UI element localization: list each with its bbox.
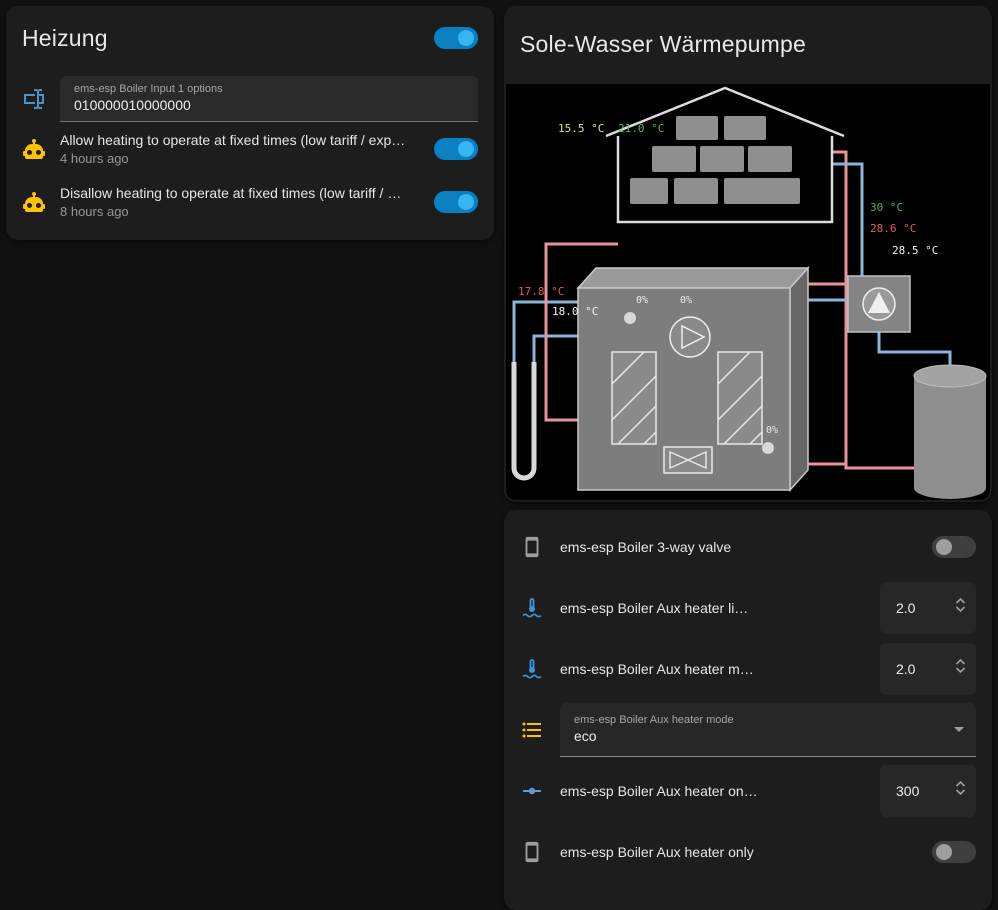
temp-right-red: 28.6 °C <box>870 222 916 235</box>
temp-left-white: 18.0 °C <box>552 305 598 318</box>
automation-row-allow-heating[interactable]: Allow heating to operate at fixed times … <box>6 122 494 175</box>
temp-left-red: 17.8 °C <box>518 285 564 298</box>
3way-valve-toggle[interactable] <box>932 535 976 558</box>
entity-row-aux-heater-only[interactable]: ems-esp Boiler Aux heater only <box>504 821 992 882</box>
select-label: ems-esp Boiler Aux heater mode <box>574 714 734 726</box>
select-texts: ems-esp Boiler Aux heater mode eco <box>574 714 734 744</box>
select-value: eco <box>574 728 597 744</box>
entity-row-aux-heater-max[interactable]: ems-esp Boiler Aux heater m… 2.0 <box>504 638 992 699</box>
number-value: 2.0 <box>896 660 916 677</box>
valve-indicator <box>624 312 636 324</box>
entity-label: ems-esp Boiler Aux heater li… <box>560 599 749 616</box>
entity-row-aux-heater-limit[interactable]: ems-esp Boiler Aux heater li… 2.0 <box>504 577 992 638</box>
list-icon <box>520 718 544 742</box>
mode-select[interactable]: ems-esp Boiler Aux heater mode eco <box>560 702 976 757</box>
pump-percent: 0% <box>680 295 692 306</box>
automation-label: Disallow heating to operate at fixed tim… <box>60 185 402 201</box>
expansion-valve <box>663 446 713 474</box>
entity-label: ems-esp Boiler Aux heater m… <box>560 660 754 677</box>
house-outline <box>605 86 845 224</box>
stepper-icon[interactable] <box>955 780 966 801</box>
valve-percent: 0% <box>636 295 648 306</box>
circulation-pump <box>847 275 911 333</box>
page-title-heizung: Heizung <box>22 24 108 51</box>
device-icon <box>520 535 544 559</box>
boiler-input-row[interactable]: ems-esp Boiler Input 1 options 010000010… <box>6 76 494 122</box>
boiler-controls-card: ems-esp Boiler 3-way valve ems-esp Boile… <box>504 510 992 910</box>
number-value: 2.0 <box>896 599 916 616</box>
entity-label: ems-esp Boiler Aux heater on… <box>560 782 758 799</box>
ground-loop-u-pipe <box>511 362 537 481</box>
number-input[interactable]: 300 <box>880 764 976 817</box>
compressor-pump <box>669 316 711 358</box>
automation-toggle-disallow[interactable] <box>434 191 478 213</box>
number-input[interactable]: 2.0 <box>880 642 976 695</box>
automation-texts: Disallow heating to operate at fixed tim… <box>60 185 420 219</box>
robot-icon <box>22 137 46 161</box>
automation-last-triggered: 8 hours ago <box>60 204 129 219</box>
toggle-knob <box>458 141 474 157</box>
automation-row-disallow-heating[interactable]: Disallow heating to operate at fixed tim… <box>6 175 494 228</box>
storage-tank <box>913 364 987 499</box>
heizung-card-header: Heizung <box>6 6 494 70</box>
entity-label: ems-esp Boiler 3-way valve <box>560 538 732 555</box>
stepper-icon[interactable] <box>955 658 966 679</box>
boiler-input-value: 010000010000000 <box>74 97 191 113</box>
entity-label: ems-esp Boiler Aux heater only <box>560 843 754 860</box>
dropdown-caret-icon <box>954 727 964 732</box>
heat-exchangers <box>611 351 763 445</box>
boiler-input-field[interactable]: ems-esp Boiler Input 1 options 010000010… <box>60 76 478 122</box>
heizung-power-toggle[interactable] <box>434 27 478 49</box>
automation-last-triggered: 4 hours ago <box>60 151 129 166</box>
valve-percent: 0% <box>766 425 778 436</box>
temp-right-white: 28.5 °C <box>892 244 938 257</box>
heatpump-picture[interactable]: 15.5 °C 21.0 °C 30 °C 28.6 °C 28.5 °C 17… <box>506 84 990 500</box>
device-icon <box>520 840 544 864</box>
heatpump-card-header: Sole-Wasser Wärmepumpe <box>504 6 992 82</box>
temp-inside: 21.0 °C <box>618 122 664 135</box>
ray-vertex-icon <box>520 779 544 803</box>
entity-row-aux-heater-on[interactable]: ems-esp Boiler Aux heater on… 300 <box>504 760 992 821</box>
entity-row-aux-heater-mode[interactable]: ems-esp Boiler Aux heater mode eco <box>504 699 992 760</box>
heatpump-diagram: 15.5 °C 21.0 °C 30 °C 28.6 °C 28.5 °C 17… <box>511 86 987 499</box>
aux-heater-only-toggle[interactable] <box>932 840 976 863</box>
stepper-icon[interactable] <box>955 597 966 618</box>
valve-indicator <box>762 442 774 454</box>
heatpump-card: Sole-Wasser Wärmepumpe <box>504 6 992 502</box>
heizung-card: Heizung ems-esp Boiler Input 1 options 0… <box>6 6 494 240</box>
toggle-knob <box>458 30 474 46</box>
number-value: 300 <box>896 782 920 799</box>
boiler-input-label: ems-esp Boiler Input 1 options <box>74 83 223 95</box>
automation-texts: Allow heating to operate at fixed times … <box>60 132 420 166</box>
automation-toggle-allow[interactable] <box>434 138 478 160</box>
toggle-knob <box>936 843 952 860</box>
number-input[interactable]: 2.0 <box>880 581 976 634</box>
house-bricks <box>630 116 800 204</box>
entity-row-3way-valve[interactable]: ems-esp Boiler 3-way valve <box>504 516 992 577</box>
dashboard: { "colors": { "page_bg": "#111111", "car… <box>6 6 992 910</box>
robot-icon <box>22 190 46 214</box>
automation-label: Allow heating to operate at fixed times … <box>60 132 406 148</box>
temp-right-green: 30 °C <box>870 201 903 214</box>
thermometer-water-icon <box>520 596 544 620</box>
form-textbox-icon <box>22 87 46 111</box>
toggle-knob <box>936 538 952 555</box>
thermometer-water-icon <box>520 657 544 681</box>
toggle-knob <box>458 194 474 210</box>
page-title-heatpump: Sole-Wasser Wärmepumpe <box>520 30 807 57</box>
temp-outside: 15.5 °C <box>558 122 604 135</box>
pipes <box>512 150 952 470</box>
